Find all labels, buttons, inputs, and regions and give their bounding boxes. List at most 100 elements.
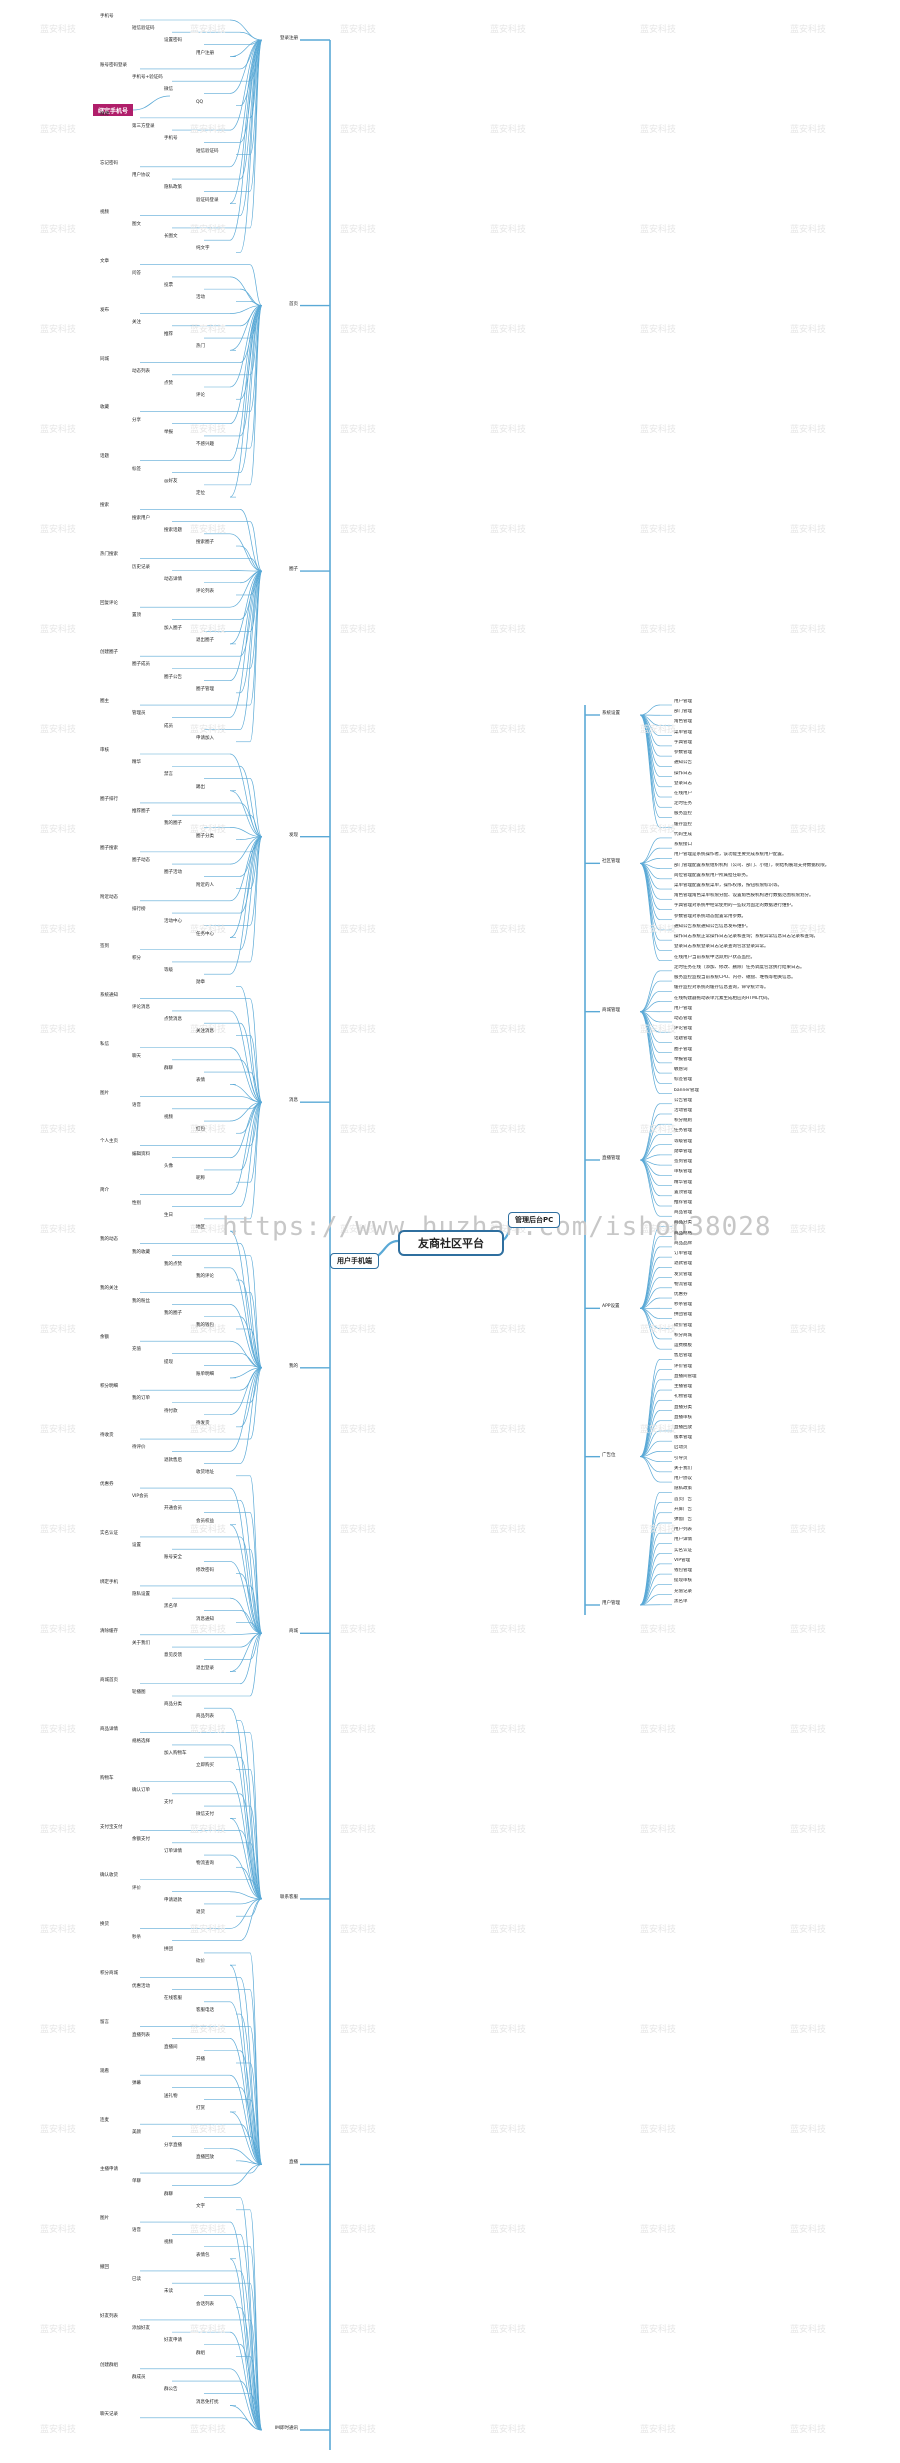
leaf-line (639, 1410, 661, 1458)
left-leaf: 搜索用户 (132, 515, 150, 521)
left-leaf: 视频 (100, 209, 109, 215)
leaf-line (239, 1756, 263, 1900)
left-leaf: 圈子管理 (196, 686, 214, 692)
right-leaf: 商品品牌 (674, 1240, 692, 1246)
left-leaf: 观看 (100, 2069, 109, 2075)
leaf-line (239, 570, 263, 730)
left-leaf: 商品详情 (100, 1726, 118, 1732)
right-leaf: 直播分类 (674, 1404, 692, 1410)
leaf-line (639, 1159, 661, 1207)
highlight-label: 绑定手机号 (93, 104, 133, 116)
right-leaf: 拼团管理 (674, 1312, 692, 1318)
left-leaf: 换货 (100, 1922, 109, 1928)
left-leaf: 隐私政策 (164, 185, 182, 191)
right-leaf: 售后管理 (674, 1353, 692, 1359)
leaf-line (229, 836, 263, 975)
left-leaf: 群公告 (164, 2387, 178, 2393)
left-leaf: 圈主 (100, 699, 109, 705)
left-leaf: 短信验证码 (196, 148, 219, 154)
leaf-line (239, 1977, 263, 2165)
right-leaf: 积分商城 (674, 1332, 692, 1338)
left-leaf: 开通会员 (164, 1506, 182, 1512)
right-leaf: 充值记录 (674, 1588, 692, 1594)
right-leaf: 商品管理 (674, 1210, 692, 1216)
left-leaf: 收货地址 (196, 1469, 214, 1475)
leaf-line (639, 1256, 661, 1309)
leaf-line (229, 39, 263, 241)
left-leaf: 评论列表 (196, 588, 214, 594)
leaf-line (229, 1101, 263, 1122)
left-leaf: 性别 (132, 1200, 141, 1206)
left-leaf: 视频 (164, 1115, 173, 1120)
leaf-line (239, 802, 263, 838)
left-leaf: 申请加入 (196, 735, 214, 741)
left-leaf: 圈子动态 (132, 858, 150, 864)
left-leaf: 我的动态 (100, 1237, 118, 1243)
leaf-line (249, 1879, 263, 1900)
left-leaf: 我的点赞 (164, 1261, 182, 1267)
left-leaf: 订单详情 (164, 1849, 182, 1855)
leaf-line (639, 1113, 661, 1161)
leaf-line (249, 1842, 263, 1900)
right-leaf: 定时任务在线（添加、修改、删除）任务调度包含执行结果日志。 (674, 964, 805, 970)
left-leaf: 圈子公告 (164, 674, 182, 680)
left-leaf: 附近动态 (100, 894, 118, 900)
leaf-line (639, 1553, 661, 1606)
leaf-line (229, 1561, 263, 1634)
left-leaf: 群聊 (164, 1066, 173, 1072)
leaf-line (639, 1379, 661, 1458)
left-leaf: 附近的人 (196, 882, 214, 888)
left-leaf: 弹幕 (132, 2081, 141, 2087)
left-leaf: 会话列表 (196, 2301, 214, 2307)
leaf-line (249, 2099, 263, 2165)
leaf-line (229, 836, 263, 902)
right-leaf: 评论管理 (674, 1026, 692, 1032)
left-leaf: 优惠券 (100, 1482, 114, 1488)
left-leaf: 点赞消息 (164, 1017, 182, 1023)
left-leaf: 禁言 (164, 772, 173, 778)
leaf-line (249, 557, 263, 572)
left-leaf: 创建圈子 (100, 650, 118, 656)
left-leaf: 物流查询 (196, 1861, 214, 1867)
left-leaf: 表情 (196, 1078, 205, 1084)
left-leaf: 排行榜 (132, 907, 146, 913)
left-leaf: 余额支付 (132, 1836, 150, 1842)
left-leaf: 商品分类 (164, 1702, 182, 1708)
leaf-line (229, 39, 263, 131)
left-leaf: 勋章 (196, 980, 205, 986)
left-leaf: @好友 (164, 478, 178, 484)
right-leaf: 商品规格 (674, 1230, 692, 1236)
leaf-line (239, 2417, 263, 2431)
leaf-line (639, 1389, 661, 1458)
leaf-line (249, 1367, 263, 1440)
leaf-line (229, 1898, 263, 1929)
right-leaf: 砍价管理 (674, 1322, 692, 1328)
left-leaf: 商城首页 (100, 1677, 118, 1683)
leaf-line (229, 305, 263, 388)
left-leaf: 优惠活动 (132, 1983, 150, 1989)
right-leaf: 秒杀管理 (674, 1302, 692, 1308)
left-section: 发现 (289, 832, 298, 838)
left-leaf: 用户注册 (196, 50, 214, 56)
right-leaf: 退款管理 (674, 1261, 692, 1267)
left-leaf: 设置 (132, 1543, 141, 1549)
right-leaf: 系统接口 (674, 842, 692, 848)
right-leaf: 参数管理对系统动态配置常用参数。 (674, 913, 746, 919)
left-leaf: 会员权益 (196, 1518, 214, 1524)
right-leaf: 圈子管理 (674, 1046, 692, 1052)
right-leaf: 优惠券 (674, 1292, 688, 1298)
leaf-line (639, 862, 661, 961)
left-leaf: 语音 (132, 1102, 141, 1108)
left-leaf: 直播间 (164, 2044, 178, 2050)
left-leaf: 评论 (196, 393, 205, 399)
left-leaf: 待收货 (100, 1433, 114, 1439)
right-leaf: 用户管理 (674, 1005, 692, 1011)
left-leaf: 留言 (100, 2020, 109, 2026)
leaf-line (639, 862, 661, 931)
leaf-line (239, 570, 263, 657)
left-leaf: 热门搜索 (100, 552, 118, 558)
leaf-line (639, 1267, 661, 1309)
left-leaf: 立即购买 (196, 1763, 214, 1769)
highlight-line (132, 95, 171, 111)
left-leaf: 实名认证 (100, 1530, 118, 1536)
